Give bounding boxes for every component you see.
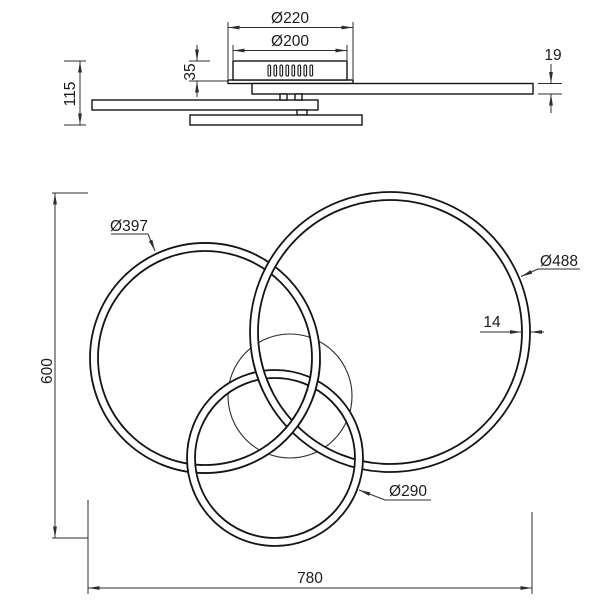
dim-label-d488: Ø488 bbox=[540, 253, 578, 270]
connector-stem bbox=[296, 109, 308, 116]
vent-slots bbox=[267, 64, 314, 77]
vent-slot bbox=[279, 64, 284, 77]
leader-line bbox=[520, 268, 539, 277]
vent-slot bbox=[291, 64, 296, 77]
dim-canopy-height: 35 bbox=[182, 45, 228, 97]
ring-small bbox=[186, 369, 364, 547]
dim-overall-height: 600 bbox=[39, 192, 88, 539]
plan-view: 600 780 Ø397 Ø488 14 bbox=[39, 191, 580, 594]
vent-slot bbox=[309, 64, 314, 77]
dim-label-d200: Ø200 bbox=[271, 33, 309, 50]
dim-profile-height: 19 bbox=[538, 47, 562, 113]
dim-overall-width: 780 bbox=[87, 500, 533, 594]
ring-profile-medium-side bbox=[91, 99, 319, 111]
vent-slot bbox=[267, 64, 272, 77]
label-ring-large: Ø488 bbox=[520, 253, 580, 277]
dim-profile-width: 14 bbox=[480, 314, 544, 334]
connector-stem bbox=[294, 93, 303, 101]
connector-stem bbox=[279, 93, 288, 101]
dim-label-14: 14 bbox=[483, 314, 501, 331]
dim-label-d397: Ø397 bbox=[110, 218, 148, 235]
dim-label-d290: Ø290 bbox=[389, 483, 427, 500]
dim-label-780: 780 bbox=[297, 570, 323, 587]
dim-canopy-inner: Ø200 bbox=[232, 33, 348, 60]
dim-label-19: 19 bbox=[544, 47, 561, 64]
vent-slot bbox=[303, 64, 308, 77]
dim-label-35: 35 bbox=[182, 63, 199, 80]
ring-profile-small-side bbox=[189, 114, 363, 126]
ring-medium bbox=[89, 242, 321, 474]
label-ring-medium: Ø397 bbox=[110, 218, 156, 252]
side-view: Ø220 Ø200 35 115 bbox=[62, 10, 562, 126]
leader-line bbox=[358, 489, 386, 501]
dim-label-d220: Ø220 bbox=[271, 10, 309, 27]
label-ring-small: Ø290 bbox=[358, 483, 431, 501]
dim-label-115: 115 bbox=[62, 82, 79, 107]
dim-total-height: 115 bbox=[62, 60, 86, 126]
vent-slot bbox=[297, 64, 302, 77]
dim-canopy-outer: Ø220 bbox=[227, 10, 354, 79]
vent-slot bbox=[285, 64, 290, 77]
leader-line bbox=[147, 233, 156, 252]
vent-slot bbox=[273, 64, 278, 77]
dim-label-600: 600 bbox=[39, 358, 56, 384]
ring-large bbox=[249, 191, 531, 473]
canopy-box bbox=[232, 60, 348, 81]
canopy-outline-circle bbox=[227, 333, 353, 459]
ring-profile-large-side bbox=[251, 82, 534, 95]
